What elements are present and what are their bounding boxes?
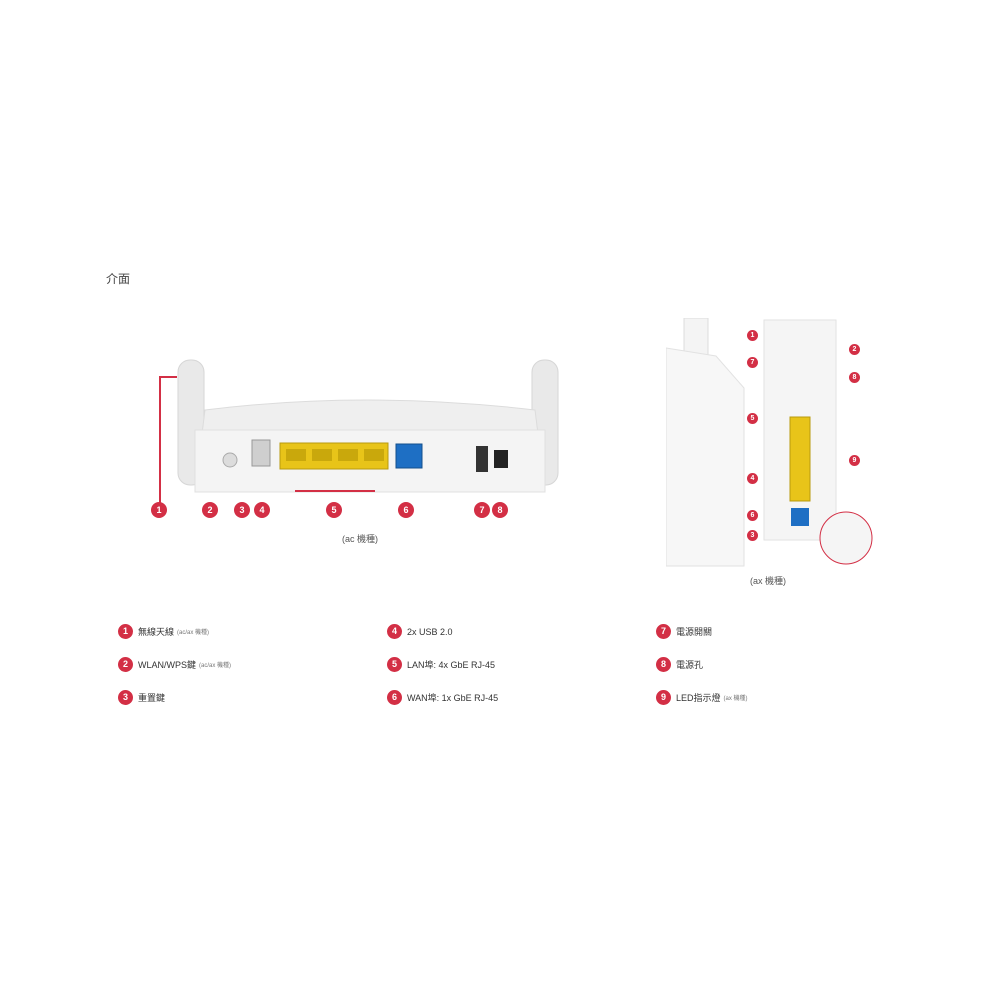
legend-badge: 1 bbox=[118, 624, 133, 639]
legend-badge: 7 bbox=[656, 624, 671, 639]
legend-label: 電源孔 bbox=[676, 660, 704, 670]
callout-badge: 1 bbox=[747, 330, 758, 341]
callout-line bbox=[159, 376, 161, 506]
legend-badge: 2 bbox=[118, 657, 133, 672]
legend-label: WAN埠: 1x GbE RJ-45 bbox=[407, 693, 499, 703]
legend-badge: 4 bbox=[387, 624, 402, 639]
legend-label: 無線天線 bbox=[138, 627, 175, 637]
callout-badge: 5 bbox=[326, 502, 342, 518]
legend-label: LAN埠: 4x GbE RJ-45 bbox=[407, 660, 496, 670]
callout-badge: 3 bbox=[234, 502, 250, 518]
legend-note: (ac/ax 機種) bbox=[177, 630, 210, 636]
callout-badge: 8 bbox=[849, 372, 860, 383]
legend-item: 1 無線天線 (ac/ax 機種) bbox=[118, 624, 209, 639]
legend-badge: 5 bbox=[387, 657, 402, 672]
legend-note: (ac/ax 機種) bbox=[199, 663, 232, 669]
legend-label: WLAN/WPS鍵 bbox=[138, 660, 197, 670]
callout-badge: 6 bbox=[398, 502, 414, 518]
legend-note: (ax 機種) bbox=[723, 696, 748, 702]
callout-badge: 3 bbox=[747, 530, 758, 541]
legend-badge: 6 bbox=[387, 690, 402, 705]
legend-badge: 8 bbox=[656, 657, 671, 672]
legend-item: 9 LED指示燈 (ax 機種) bbox=[656, 690, 748, 705]
legend-badge: 3 bbox=[118, 690, 133, 705]
callout-badge: 4 bbox=[254, 502, 270, 518]
callout-badge: 9 bbox=[849, 455, 860, 466]
right-figure-caption: (ax 機種) bbox=[750, 576, 787, 586]
callout-badge: 6 bbox=[747, 510, 758, 521]
ax-router-illustration bbox=[665, 317, 873, 567]
legend-item: 4 2x USB 2.0 bbox=[387, 624, 453, 639]
legend-badge: 9 bbox=[656, 690, 671, 705]
callout-badge: 4 bbox=[747, 473, 758, 484]
ax-router-figure bbox=[665, 317, 876, 568]
callout-badge: 8 bbox=[492, 502, 508, 518]
callout-line bbox=[159, 376, 177, 378]
legend-label: 重置鍵 bbox=[138, 693, 166, 703]
callout-badge: 5 bbox=[747, 413, 758, 424]
legend-item: 5 LAN埠: 4x GbE RJ-45 bbox=[387, 657, 495, 672]
callout-badge: 2 bbox=[849, 344, 860, 355]
legend-item: 2 WLAN/WPS鍵 (ac/ax 機種) bbox=[118, 657, 231, 672]
callout-badge: 2 bbox=[202, 502, 218, 518]
callout-badge: 1 bbox=[151, 502, 167, 518]
legend-item: 7 電源開關 bbox=[656, 624, 712, 639]
callout-badge: 7 bbox=[474, 502, 490, 518]
callout-badge: 7 bbox=[747, 357, 758, 368]
legend-item: 6 WAN埠: 1x GbE RJ-45 bbox=[387, 690, 498, 705]
legend-label: LED指示燈 bbox=[676, 693, 721, 703]
legend-item: 3 重置鍵 bbox=[118, 690, 165, 705]
section-title: 介面 bbox=[106, 272, 131, 286]
callout-line bbox=[295, 490, 375, 492]
ac-router-figure bbox=[150, 350, 580, 520]
legend-label: 2x USB 2.0 bbox=[407, 626, 453, 637]
left-figure-caption: (ac 機種) bbox=[342, 534, 379, 544]
ac-router-illustration bbox=[177, 359, 559, 493]
legend-item: 8 電源孔 bbox=[656, 657, 703, 672]
legend-label: 電源開關 bbox=[676, 627, 713, 637]
